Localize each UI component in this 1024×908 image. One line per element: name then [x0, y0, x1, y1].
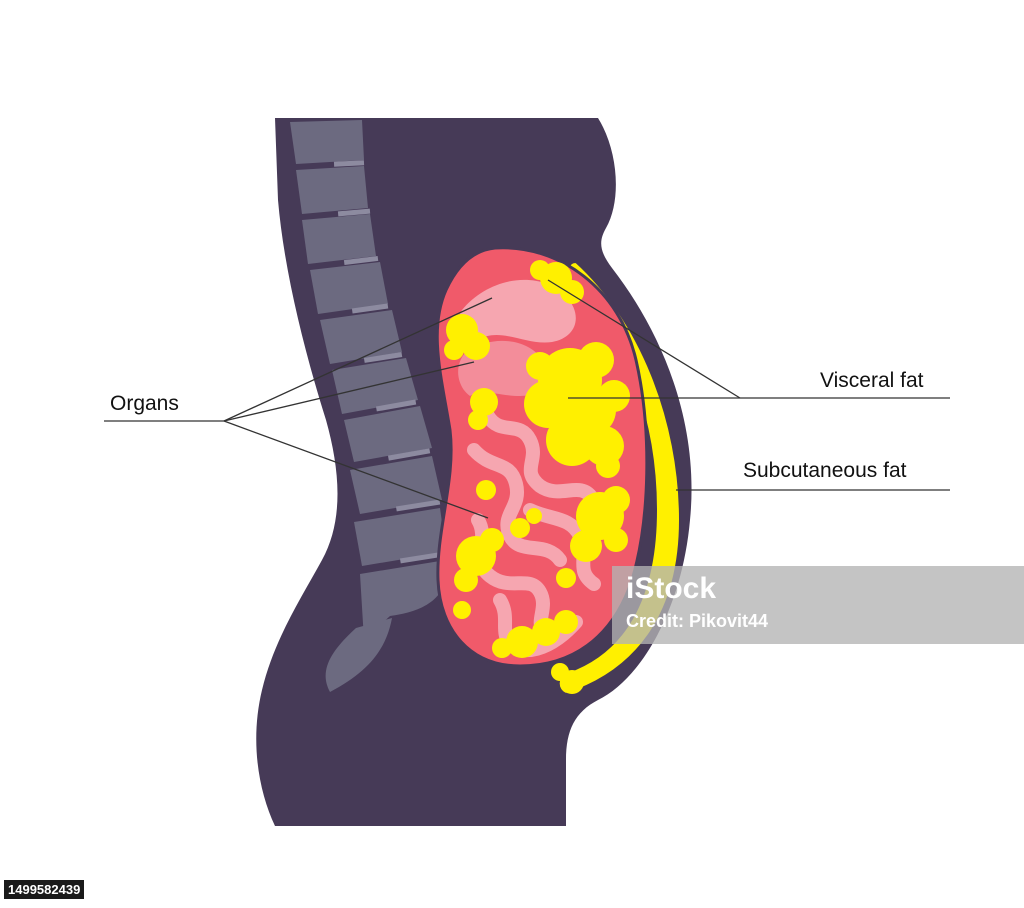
- spine-discs: [333, 160, 445, 564]
- visceral-fat-label: Visceral fat: [820, 369, 924, 392]
- subcutaneous-fat-label: Subcutaneous fat: [743, 459, 907, 482]
- upper-organ: [456, 279, 576, 343]
- visceral-fat-clusters: [444, 260, 630, 694]
- leader-lines: [104, 279, 950, 519]
- istock-watermark-logo: iStock: [626, 572, 717, 605]
- watermark-credit: Credit: Pikovit44: [626, 611, 769, 631]
- watermark-band: [612, 566, 1024, 644]
- organs-label: Organs: [110, 392, 179, 415]
- image-id-badge: 1499582439: [4, 880, 85, 899]
